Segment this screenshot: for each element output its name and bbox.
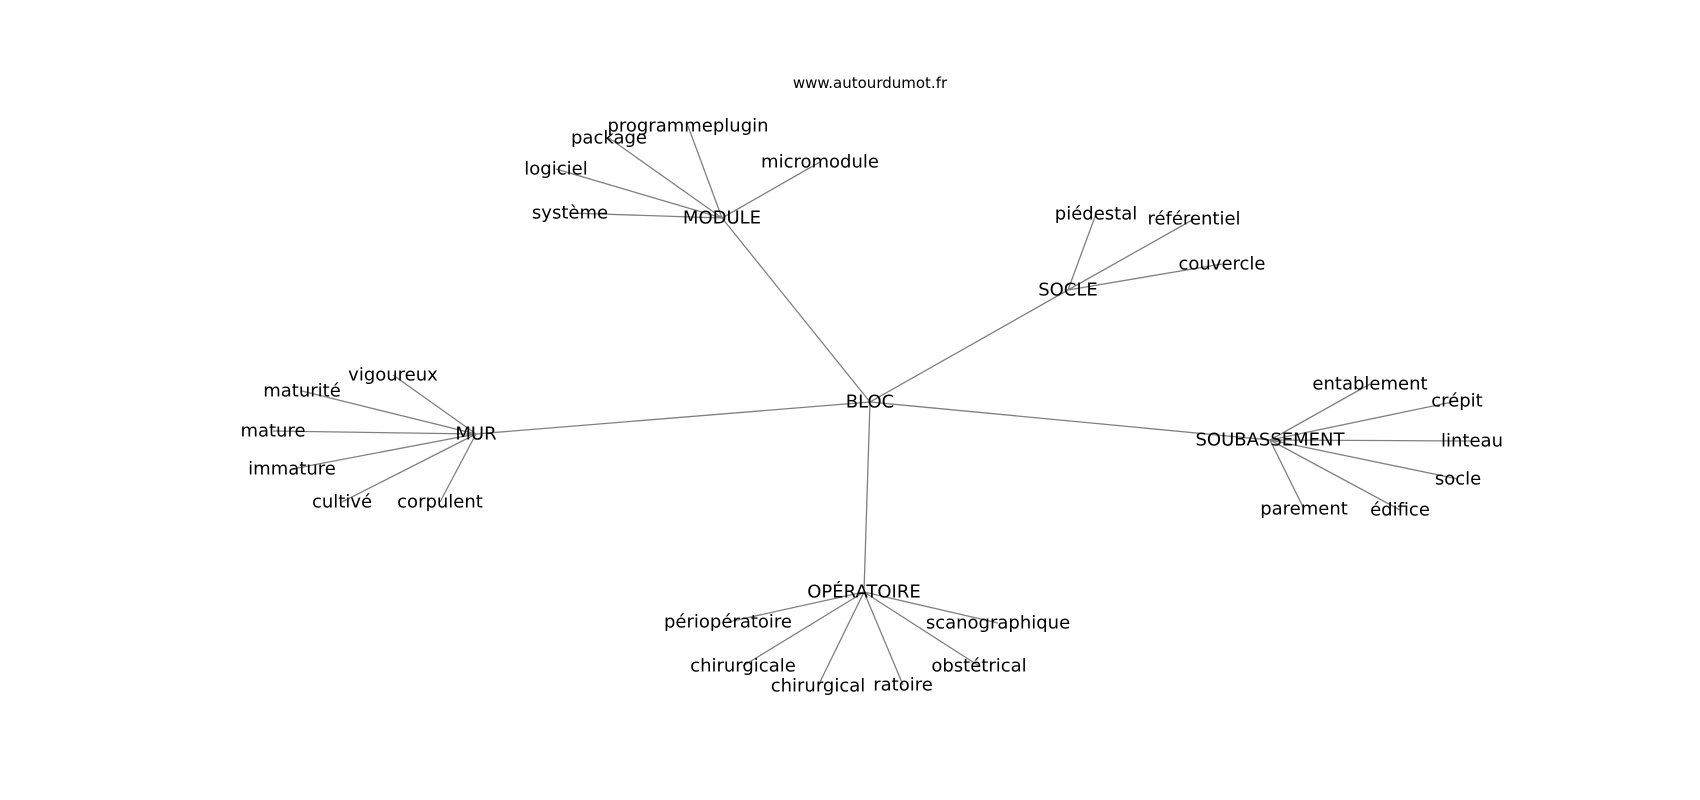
node-entablement: entablement: [1312, 374, 1427, 395]
node-couvercle: couvercle: [1178, 254, 1265, 275]
edge-module-logiciel: [555, 168, 723, 219]
node-piedestal: piédestal: [1055, 204, 1137, 225]
edge-bloc-socle: [869, 289, 1069, 403]
edge-mur-immature: [291, 433, 477, 470]
edge-bloc-operatoire: [863, 401, 871, 593]
edge-soubassement-entablement: [1269, 383, 1371, 441]
edge-socle-referentiel: [1067, 218, 1195, 291]
nodes-layer: BLOC MODULE SOCLE MUR SOUBASSEMENT OPÉRATOIRE…: [240, 116, 1503, 697]
node-programmeplugin: programmeplugin: [607, 116, 768, 137]
node-corpulent: corpulent: [397, 492, 483, 513]
edge-soubassement-parement: [1269, 439, 1305, 510]
node-micromodule: micromodule: [761, 152, 879, 173]
node-chirurgicale: chirurgicale: [690, 656, 796, 677]
edge-module-package: [608, 137, 723, 219]
edge-mur-mature: [272, 430, 477, 435]
edge-mur-maturite: [301, 390, 477, 435]
node-referentiel: référentiel: [1147, 209, 1240, 230]
node-perioperatoire: périopératoire: [664, 612, 792, 633]
node-socle: socle: [1435, 469, 1481, 490]
node-crepit: crépit: [1431, 391, 1482, 412]
edge-operatoire-obstetrical: [863, 591, 980, 667]
node-immature: immature: [248, 459, 336, 480]
node-socle: SOCLE: [1038, 280, 1098, 301]
edge-soubassement-linteau: [1269, 439, 1473, 442]
edge-socle-couvercle: [1067, 263, 1223, 291]
node-mur: MUR: [455, 424, 496, 445]
node-operatoire: OPÉRATOIRE: [807, 581, 920, 603]
node-module: MODULE: [683, 208, 761, 229]
edge-mur-vigoureux: [392, 374, 477, 435]
edge-operatoire-perioperatoire: [727, 591, 865, 623]
edge-mur-cultive: [341, 433, 477, 503]
edge-bloc-module: [721, 217, 871, 403]
node-vigoureux: vigoureux: [348, 365, 438, 386]
node-soubassement: SOUBASSEMENT: [1195, 430, 1345, 451]
node-systeme: système: [532, 203, 608, 224]
node-parement: parement: [1260, 499, 1348, 520]
node-cultive: cultivé: [312, 492, 372, 513]
edge-operatoire-chirurgical: [817, 591, 865, 687]
edge-module-systeme: [569, 212, 723, 219]
edge-module-programmeplugin: [687, 125, 723, 219]
edge-soubassement-crepit: [1269, 400, 1458, 441]
edge-soubassement-socle: [1269, 439, 1459, 480]
edge-soubassement-edifice: [1269, 439, 1401, 511]
edges-layer: [272, 125, 1473, 687]
source-url: www.autourdumot.fr: [793, 74, 948, 92]
edge-module-micromodule: [721, 161, 821, 219]
edge-bloc-soubassement: [869, 401, 1271, 441]
node-obstetrical: obstétrical: [931, 656, 1026, 677]
node-maturite: maturité: [263, 381, 341, 402]
edge-bloc-mur: [475, 401, 871, 435]
node-mature: mature: [240, 421, 305, 442]
edge-mur-corpulent: [439, 433, 477, 503]
node-edifice: édifice: [1370, 500, 1430, 521]
node-ratoire: ratoire: [873, 675, 933, 696]
edge-operatoire-chirurgicale: [742, 591, 865, 667]
edge-operatoire-scanographique: [863, 591, 999, 624]
node-chirurgical: chirurgical: [771, 676, 866, 697]
node-linteau: linteau: [1441, 431, 1503, 452]
node-logiciel: logiciel: [524, 159, 587, 180]
node-package: package: [571, 128, 647, 149]
edge-socle-piedestal: [1067, 213, 1097, 291]
node-bloc: BLOC: [846, 392, 894, 413]
edge-operatoire-ratoire: [863, 591, 904, 686]
node-scanographique: scanographique: [926, 613, 1070, 634]
